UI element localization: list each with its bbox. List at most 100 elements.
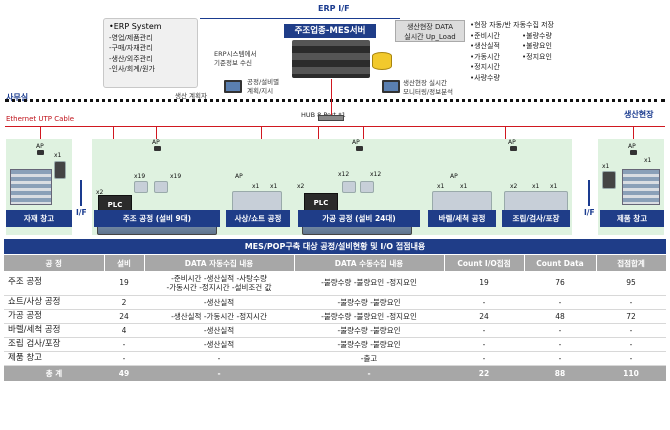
cell-count-io: -	[444, 295, 524, 310]
access-point-icon	[154, 146, 161, 151]
cell-count-io: 19	[444, 271, 524, 296]
total-auto: -	[144, 365, 294, 381]
cable-drop	[40, 126, 41, 139]
erp-receive-note: ERP시스템에서 기준정보 수신	[214, 50, 256, 67]
ap-label: AP	[508, 139, 516, 146]
area-caption-product: 제품 창고	[600, 210, 664, 227]
cell-manual: -불량수량 -불량요인	[294, 337, 444, 352]
upload-line: 실시간 Up_Load	[404, 33, 456, 41]
cell-manual: -불량수량 -불량요인 -정지요인	[294, 271, 444, 296]
total-equipment: 49	[104, 365, 144, 381]
qty-tag: x1	[437, 183, 445, 190]
access-point-icon	[37, 150, 44, 155]
erp-system-box: •ERP System -영업/제품관리 -구매/자재관리 -생산/외주관리 -…	[103, 18, 198, 88]
header-sum: 접점합계	[596, 255, 667, 271]
area-caption-assembly: 조립/검사/포장	[502, 210, 570, 227]
mes-server-label: 주조업종-MES서버	[284, 24, 376, 38]
qty-tag: x1	[602, 163, 610, 170]
ap-label: AP	[152, 139, 160, 146]
access-point-icon	[510, 146, 517, 151]
cell-manual: -불량수량 -불량요인 -정지요인	[294, 309, 444, 324]
collection-item: •정지시간	[470, 63, 500, 71]
area-caption-barrel: 바렐/세척 공정	[428, 210, 496, 227]
cell-equipment: 19	[104, 271, 144, 296]
qty-tag: x12	[370, 171, 382, 178]
area-caption-casting: 주조 공정 (설비 9대)	[94, 210, 220, 227]
terminal-icon	[134, 181, 148, 193]
cell-count-io: -	[444, 351, 524, 366]
warehouse-shelf-image	[10, 169, 52, 205]
cell-manual: -불량수량 -불량요인	[294, 323, 444, 338]
cell-equipment: 2	[104, 295, 144, 310]
cell-sum: 95	[596, 271, 666, 296]
qty-tag: x2	[297, 183, 305, 190]
auto-line: -준비시간 -생산실적 -사탕수량	[171, 273, 267, 283]
qty-tag: x2	[96, 189, 104, 196]
cell-count-data: -	[524, 351, 596, 366]
qty-tag: x1	[54, 152, 62, 159]
erp-note-line: 기준정보 수신	[214, 58, 252, 67]
production-upload-box: 생산현장 DATA 실시간 Up_Load	[395, 20, 465, 42]
header-count-io: Count I/O접점	[444, 255, 525, 271]
cable-drop	[156, 126, 157, 139]
if-label-right: I/F	[584, 208, 595, 217]
area-caption-machining: 가공 공정 (설비 24대)	[298, 210, 420, 227]
qty-tag: x1	[550, 183, 558, 190]
terminal-icon	[360, 181, 374, 193]
office-boundary-line	[5, 99, 665, 102]
auto-line: -가동시간 -정지시간 -설비조건 값	[166, 282, 272, 292]
collection-item: •불량요인	[522, 42, 552, 50]
cell-sum: -	[596, 351, 666, 366]
table-row: 가공 공정 24 -생산실적 -가동시간 -정지시간 -불량수량 -불량요인 -…	[4, 309, 666, 324]
erp-note-line: ERP시스템에서	[214, 50, 257, 58]
access-point-icon	[356, 146, 363, 151]
if-arrow-left	[80, 180, 82, 206]
table-row: 쇼트/사상 공정 2 -생산실적 -불량수량 -불량요인 - - -	[4, 295, 666, 310]
upload-line: 생산현장 DATA	[406, 23, 454, 31]
header-manual: DATA 수동수집 내용	[294, 255, 445, 271]
cell-count-data: -	[524, 323, 596, 338]
cell-count-io: 24	[444, 309, 524, 324]
if-label-left: I/F	[76, 208, 87, 217]
terminal-icon	[154, 181, 168, 193]
handheld-terminal-icon	[602, 171, 616, 189]
cell-equipment: -	[104, 351, 144, 366]
cable-drop	[505, 126, 506, 139]
erp-connection-line	[200, 18, 400, 19]
access-point-icon	[630, 150, 637, 155]
erp-item: -생산/외주관리	[109, 54, 153, 63]
qty-tag: x19	[134, 173, 146, 180]
cell-count-data: -	[524, 337, 596, 352]
qty-tag: x19	[170, 173, 182, 180]
qty-tag: x1	[460, 183, 468, 190]
header-process: 공 정	[4, 255, 105, 271]
plan-note-line: 계획/지시	[247, 86, 274, 95]
planner-computer-icon	[224, 80, 242, 93]
cell-sum: -	[596, 295, 666, 310]
erp-item: -인사/회계/원가	[109, 65, 155, 73]
header-count-data: Count Data	[524, 255, 597, 271]
collection-list: •현장 자동/반 자동수집 저장 •준비시간 •생산실적 •가동시간 •정지시간…	[470, 20, 595, 83]
area-caption-material: 자재 창고	[6, 210, 72, 227]
header-equipment: 설비	[104, 255, 145, 271]
field-label: 생산현장	[624, 110, 654, 119]
handheld-terminal-icon	[54, 161, 66, 179]
cell-equipment: 4	[104, 323, 144, 338]
table-row: 바렐/세척 공정 4 -생산실적 -불량수량 -불량요인 - - -	[4, 323, 666, 338]
cell-process: 주조 공정	[4, 271, 104, 296]
cell-count-data: 76	[524, 271, 596, 296]
table-total-row: 총 계 49 - - 22 88 110	[4, 365, 666, 381]
ap-label: AP	[450, 173, 458, 180]
cell-process: 조립 검사/포장	[4, 337, 104, 352]
cell-process: 가공 공정	[4, 309, 104, 324]
total-manual: -	[294, 365, 444, 381]
cell-manual: -출고	[294, 351, 444, 366]
qty-tag: x1	[644, 157, 652, 164]
ethernet-label: Ethernet UTP Cable	[6, 115, 75, 123]
cell-auto: -생산실적	[144, 295, 294, 310]
server-hub-link	[331, 79, 332, 115]
erp-if-label: ERP I/F	[318, 4, 350, 13]
terminal-icon	[342, 181, 356, 193]
monitor-note: 생산현장 실시간 모니터링/정보분석	[403, 79, 453, 96]
ap-label: AP	[36, 143, 44, 150]
